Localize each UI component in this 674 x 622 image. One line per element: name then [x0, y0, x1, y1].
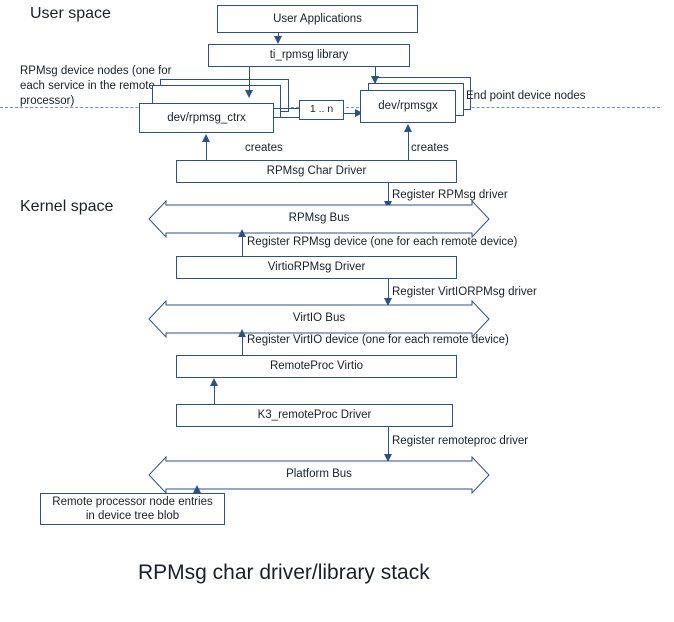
annotation-register-remoteproc-driver: Register remoteproc driver	[392, 435, 529, 447]
box-virtiorpmsg-driver[interactable]: VirtioRPMsg Driver	[176, 256, 457, 279]
annotation-creates-left: creates	[245, 142, 283, 154]
annotation-register-rpmsg-device: Register RPMsg device (one for each remo…	[247, 236, 518, 248]
bus-platform-label: Platform Bus	[286, 468, 352, 480]
arrow-chardriver-to-rpmsgx-head	[403, 124, 412, 132]
arrow-library-to-ctrx-head	[244, 90, 253, 98]
arrow-k3-to-remoteprocvirtio-head	[209, 378, 218, 386]
annotation-register-virtiorpmsg-driver: Register VirtIORPMsg driver	[392, 286, 537, 298]
arrow-library-to-rpmsgx-head	[370, 76, 379, 84]
arrow-oneton-to-rpmsgx-head	[355, 108, 363, 117]
box-dev-rpmsgx[interactable]: dev/rpmsgx	[360, 90, 456, 123]
connector-virtiorpmsg-to-virtiobus-line	[388, 279, 389, 303]
connector-ctrx-to-onetonline-lower	[274, 117, 299, 118]
arrow-virtiorpmsg-to-virtiobus-head	[383, 298, 392, 306]
connector-library-to-rpmsgx-line	[375, 67, 376, 83]
connector-chardriver-to-rpmsgbus-line	[388, 183, 389, 206]
box-dev-rpmsg-ctrx[interactable]: dev/rpmsg_ctrx	[139, 103, 274, 133]
box-one-to-n[interactable]: 1 .. n	[299, 100, 344, 120]
box-rpmsg-char-driver[interactable]: RPMsg Char Driver	[176, 160, 457, 183]
connector-chardriver-to-ctrx-line	[206, 141, 207, 162]
connector-remoteprocvirtio-to-virtiobus-line	[242, 337, 243, 358]
bus-virtio-label: VirtIO Bus	[292, 312, 346, 324]
diagram-title: RPMsg char driver/library stack	[138, 561, 430, 584]
box-device-tree-node[interactable]: Remote processor node entries in device …	[40, 493, 225, 525]
connector-ctrx-to-onetonline-upper	[274, 108, 299, 109]
annotation-rpmsg-device-nodes: RPMsg device nodes (one for each service…	[20, 65, 172, 108]
kernel-space-label: Kernel space	[20, 198, 114, 215]
connector-virtiorpmsg-to-rpmsgbus-line	[242, 237, 243, 258]
annotation-creates-right: creates	[411, 142, 449, 154]
bus-platform[interactable]: Platform Bus	[148, 455, 490, 495]
user-space-label: User space	[30, 5, 111, 22]
bus-rpmsg[interactable]: RPMsg Bus	[148, 199, 490, 239]
arrow-virtiorpmsg-to-rpmsgbus-head	[237, 229, 246, 237]
arrow-apps-to-library-head	[273, 36, 282, 44]
arrow-chardriver-to-ctrx-head	[201, 134, 210, 142]
connector-library-to-ctrx-line	[249, 67, 250, 94]
connector-k3-to-platformbus-line	[388, 427, 389, 459]
annotation-register-virtio-device: Register VirtIO device (one for each rem…	[247, 334, 509, 346]
arrow-remoteprocvirtio-to-virtiobus-head	[237, 329, 246, 337]
connector-k3-to-remoteprocvirtio-line	[214, 385, 215, 404]
bus-rpmsg-label: RPMsg Bus	[288, 212, 350, 224]
connector-oneton-to-rpmsgx-line	[344, 113, 360, 114]
box-user-applications[interactable]: User Applications	[217, 5, 418, 33]
box-remoteproc-virtio[interactable]: RemoteProc Virtio	[176, 355, 457, 378]
bus-virtio[interactable]: VirtIO Bus	[148, 299, 490, 339]
arrow-k3-to-platformbus-head	[383, 454, 392, 462]
box-k3-remoteproc-driver[interactable]: K3_remoteProc Driver	[176, 404, 453, 427]
annotation-end-point-device-nodes: End point device nodes	[466, 90, 586, 102]
arrow-devicetree-to-platformbus-head	[192, 485, 201, 493]
box-ti-rpmsg-library[interactable]: ti_rpmsg library	[208, 44, 410, 67]
connector-chardriver-to-rpmsgx-line	[408, 132, 409, 162]
annotation-register-rpmsg-driver: Register RPMsg driver	[392, 189, 508, 201]
